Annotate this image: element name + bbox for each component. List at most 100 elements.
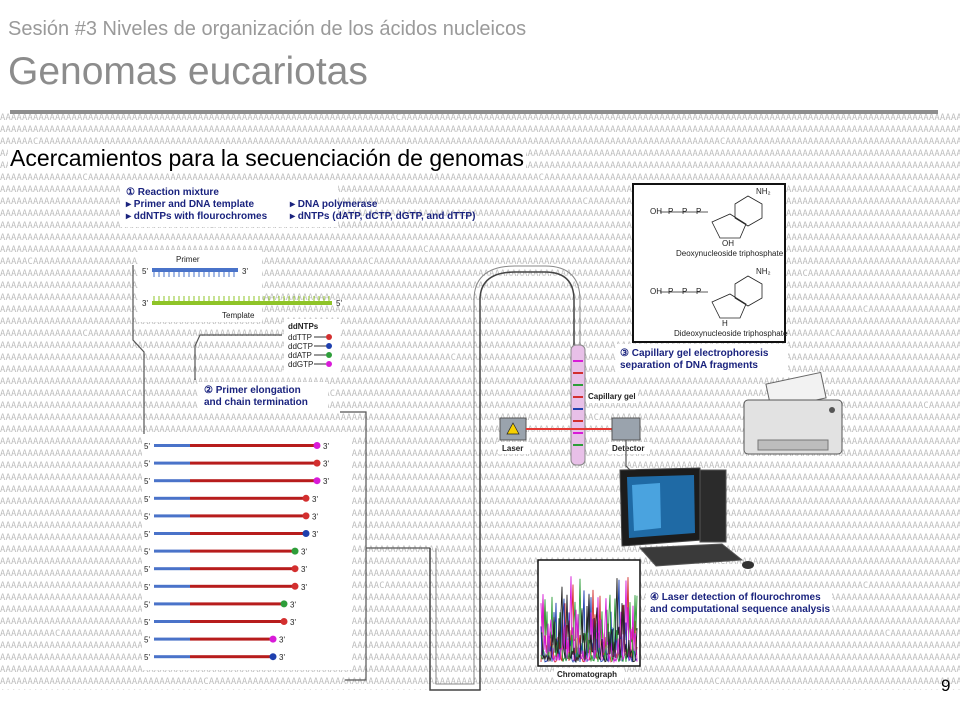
fragment-extension	[190, 549, 292, 553]
fragment-primer	[154, 602, 190, 606]
fragment-3prime: 3'	[279, 636, 285, 645]
structures-panel	[632, 183, 786, 343]
fragment-primer	[154, 532, 190, 535]
svg-text:NH₂: NH₂	[756, 187, 771, 196]
fragment-primer	[154, 637, 190, 641]
fragment-5prime: 5'	[144, 460, 150, 469]
capillary-band	[573, 372, 583, 374]
fragment-extension	[190, 496, 303, 500]
svg-text:OH: OH	[722, 239, 734, 248]
fragment-primer	[154, 567, 190, 571]
fragment-terminator	[280, 600, 288, 608]
fragment-primer	[154, 444, 190, 447]
capillary-tube-loop	[429, 271, 575, 691]
laser-label-bg	[498, 442, 530, 454]
ddntps-title: ddNTPs	[288, 322, 319, 331]
fragment-5prime: 5'	[144, 495, 150, 504]
template-ticks	[153, 296, 330, 301]
step2-line1: ② Primer elongation	[204, 385, 301, 396]
primer-ticks	[153, 272, 235, 277]
fragment-5prime: 5'	[144, 442, 150, 451]
fragment-3prime: 3'	[290, 618, 296, 627]
laser-label: Laser	[502, 444, 523, 453]
fragment-extension	[190, 514, 303, 518]
fragment-primer	[154, 514, 190, 518]
fragment-3prime: 3'	[312, 512, 318, 521]
fragment-5prime: 5'	[144, 583, 150, 592]
step3-line1: ③ Capillary gel electrophoresis	[620, 348, 769, 359]
fragment-5prime: 5'	[144, 618, 150, 627]
fragment-extension	[190, 637, 270, 641]
chromatograph-traces	[540, 576, 638, 664]
step1-item-polymerase: ▸ DNA polymerase	[289, 199, 378, 210]
connector-ddntps	[194, 334, 282, 380]
chromatograph-trace	[540, 578, 638, 663]
page-subtitle: Sesión #3 Niveles de organización de los…	[8, 18, 527, 40]
fragment-3prime: 3'	[312, 495, 318, 504]
fragment-3prime: 3'	[301, 548, 307, 557]
template-3prime: 3'	[142, 299, 148, 308]
ddntp-dot	[326, 361, 332, 367]
step4-line1: ④ Laser detection of flourochromes	[650, 592, 821, 603]
detector-label: Detector	[612, 444, 644, 453]
chromatograph-label: Chromatograph	[557, 670, 617, 679]
capillary-tube-loop-inner	[435, 265, 581, 685]
page-number: 9	[941, 676, 951, 695]
fragment-3prime: 3'	[312, 530, 318, 539]
fragment-3prime: 3'	[301, 565, 307, 574]
reaction-mixture-panel	[120, 184, 338, 227]
ddntp-dot	[326, 343, 332, 349]
capillary-band	[573, 408, 583, 410]
fragment-5prime: 5'	[144, 565, 150, 574]
capillary-bands	[573, 360, 583, 446]
fragment-terminator	[291, 582, 299, 590]
capillary-gel	[570, 344, 586, 466]
fragment-extension	[190, 584, 292, 588]
fragment-terminator	[291, 565, 299, 573]
fragment-terminator	[313, 477, 321, 485]
fragment-primer	[154, 479, 190, 483]
fragment-extension	[190, 567, 292, 571]
dntp-structure: OH P P P NH₂ OH Deoxynucleoside triphosp…	[650, 187, 784, 258]
ddntp-label: ddTTP	[288, 333, 312, 342]
fragment-3prime: 3'	[323, 477, 329, 486]
fragments-area	[142, 436, 352, 670]
ddntp-caption: Dideoxynucleoside triphosphate	[674, 329, 788, 338]
svg-text:OH: OH	[650, 207, 662, 216]
section-heading: Acercamientos para la secuenciación de g…	[8, 145, 526, 172]
chromatograph-trace	[540, 578, 638, 663]
step1-title: ① Reaction mixture	[126, 187, 219, 198]
svg-text:P: P	[696, 287, 701, 296]
fragment-5prime: 5'	[144, 636, 150, 645]
svg-text:P: P	[668, 287, 673, 296]
fragment-terminator	[313, 442, 321, 449]
fragment-5prime: 5'	[144, 653, 150, 662]
dntp-caption: Deoxynucleoside triphosphate	[676, 249, 784, 258]
primer-strand	[152, 268, 238, 272]
fragment-extension	[190, 532, 303, 535]
page-title: Genomas eucariotas	[8, 50, 368, 93]
step3-line2: separation of DNA fragments	[620, 360, 758, 371]
detector-box	[611, 417, 641, 441]
capillary-band	[573, 444, 583, 446]
fragment-primer	[154, 461, 190, 465]
fragment-5prime: 5'	[144, 600, 150, 609]
ddntp-label: ddATP	[288, 351, 312, 360]
capillary-band	[573, 396, 583, 398]
svg-text:P: P	[682, 287, 687, 296]
step1-item-primer: ▸ Primer and DNA template	[125, 199, 254, 210]
chromatograph-label-bg	[554, 668, 624, 680]
template-label: Template	[222, 311, 255, 320]
fragment-terminator	[280, 618, 288, 625]
detector-label-bg	[608, 442, 650, 454]
svg-text:P: P	[668, 207, 673, 216]
fragment-3prime: 3'	[323, 460, 329, 469]
fragment-extension	[190, 479, 314, 483]
step2-panel	[198, 382, 328, 412]
step4-line2: and computational sequence analysis	[650, 604, 830, 615]
fragment-primer	[154, 584, 190, 588]
template-strand	[152, 301, 332, 305]
fragment-primer	[154, 655, 190, 659]
capillary-band	[573, 384, 583, 386]
